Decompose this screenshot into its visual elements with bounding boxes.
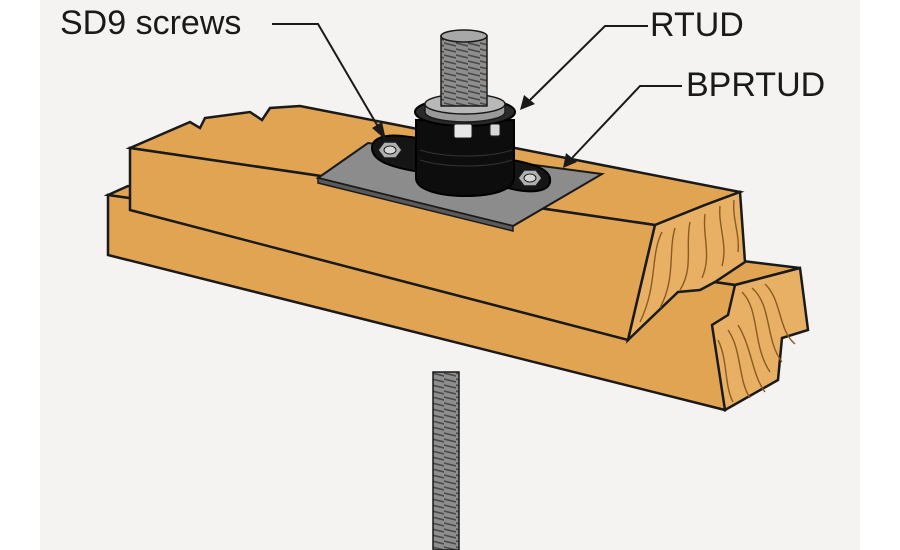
callout-bprtud: BPRTUD <box>686 66 826 104</box>
leader-rtud <box>529 25 648 101</box>
rtud-body <box>415 119 515 198</box>
leader-rtud-arrow <box>520 95 535 110</box>
leader-bprtud <box>571 85 682 159</box>
callout-sd9-screws: SD9 screws <box>60 4 242 42</box>
rtud-slot-left <box>453 123 473 139</box>
threaded-rod-lower <box>432 371 460 550</box>
leader-bprtud-arrow <box>563 153 577 168</box>
threaded-rod-upper-end <box>440 29 488 43</box>
sd9-screw-right-washer <box>523 173 537 183</box>
callout-rtud: RTUD <box>650 6 744 44</box>
leader-sd9-arrow <box>372 122 386 140</box>
bottom-plate-end-face <box>710 266 810 412</box>
top-plate-end-face <box>625 190 747 344</box>
threaded-rod-upper-shaft <box>440 35 488 107</box>
bearing-plate-edge <box>317 177 514 232</box>
threaded-rod-upper <box>440 29 488 107</box>
leader-lines <box>272 23 682 168</box>
top-plate-end-grain <box>639 199 740 323</box>
sd9-screw-left <box>377 141 403 159</box>
rtud-spring-detail <box>419 149 513 167</box>
sd9-screw-right <box>517 169 543 187</box>
rtud-slot-right <box>489 123 501 137</box>
leader-sd9 <box>272 23 381 131</box>
sd9-screw-left-washer <box>383 145 397 155</box>
bottom-plate-end-grain <box>717 283 796 403</box>
